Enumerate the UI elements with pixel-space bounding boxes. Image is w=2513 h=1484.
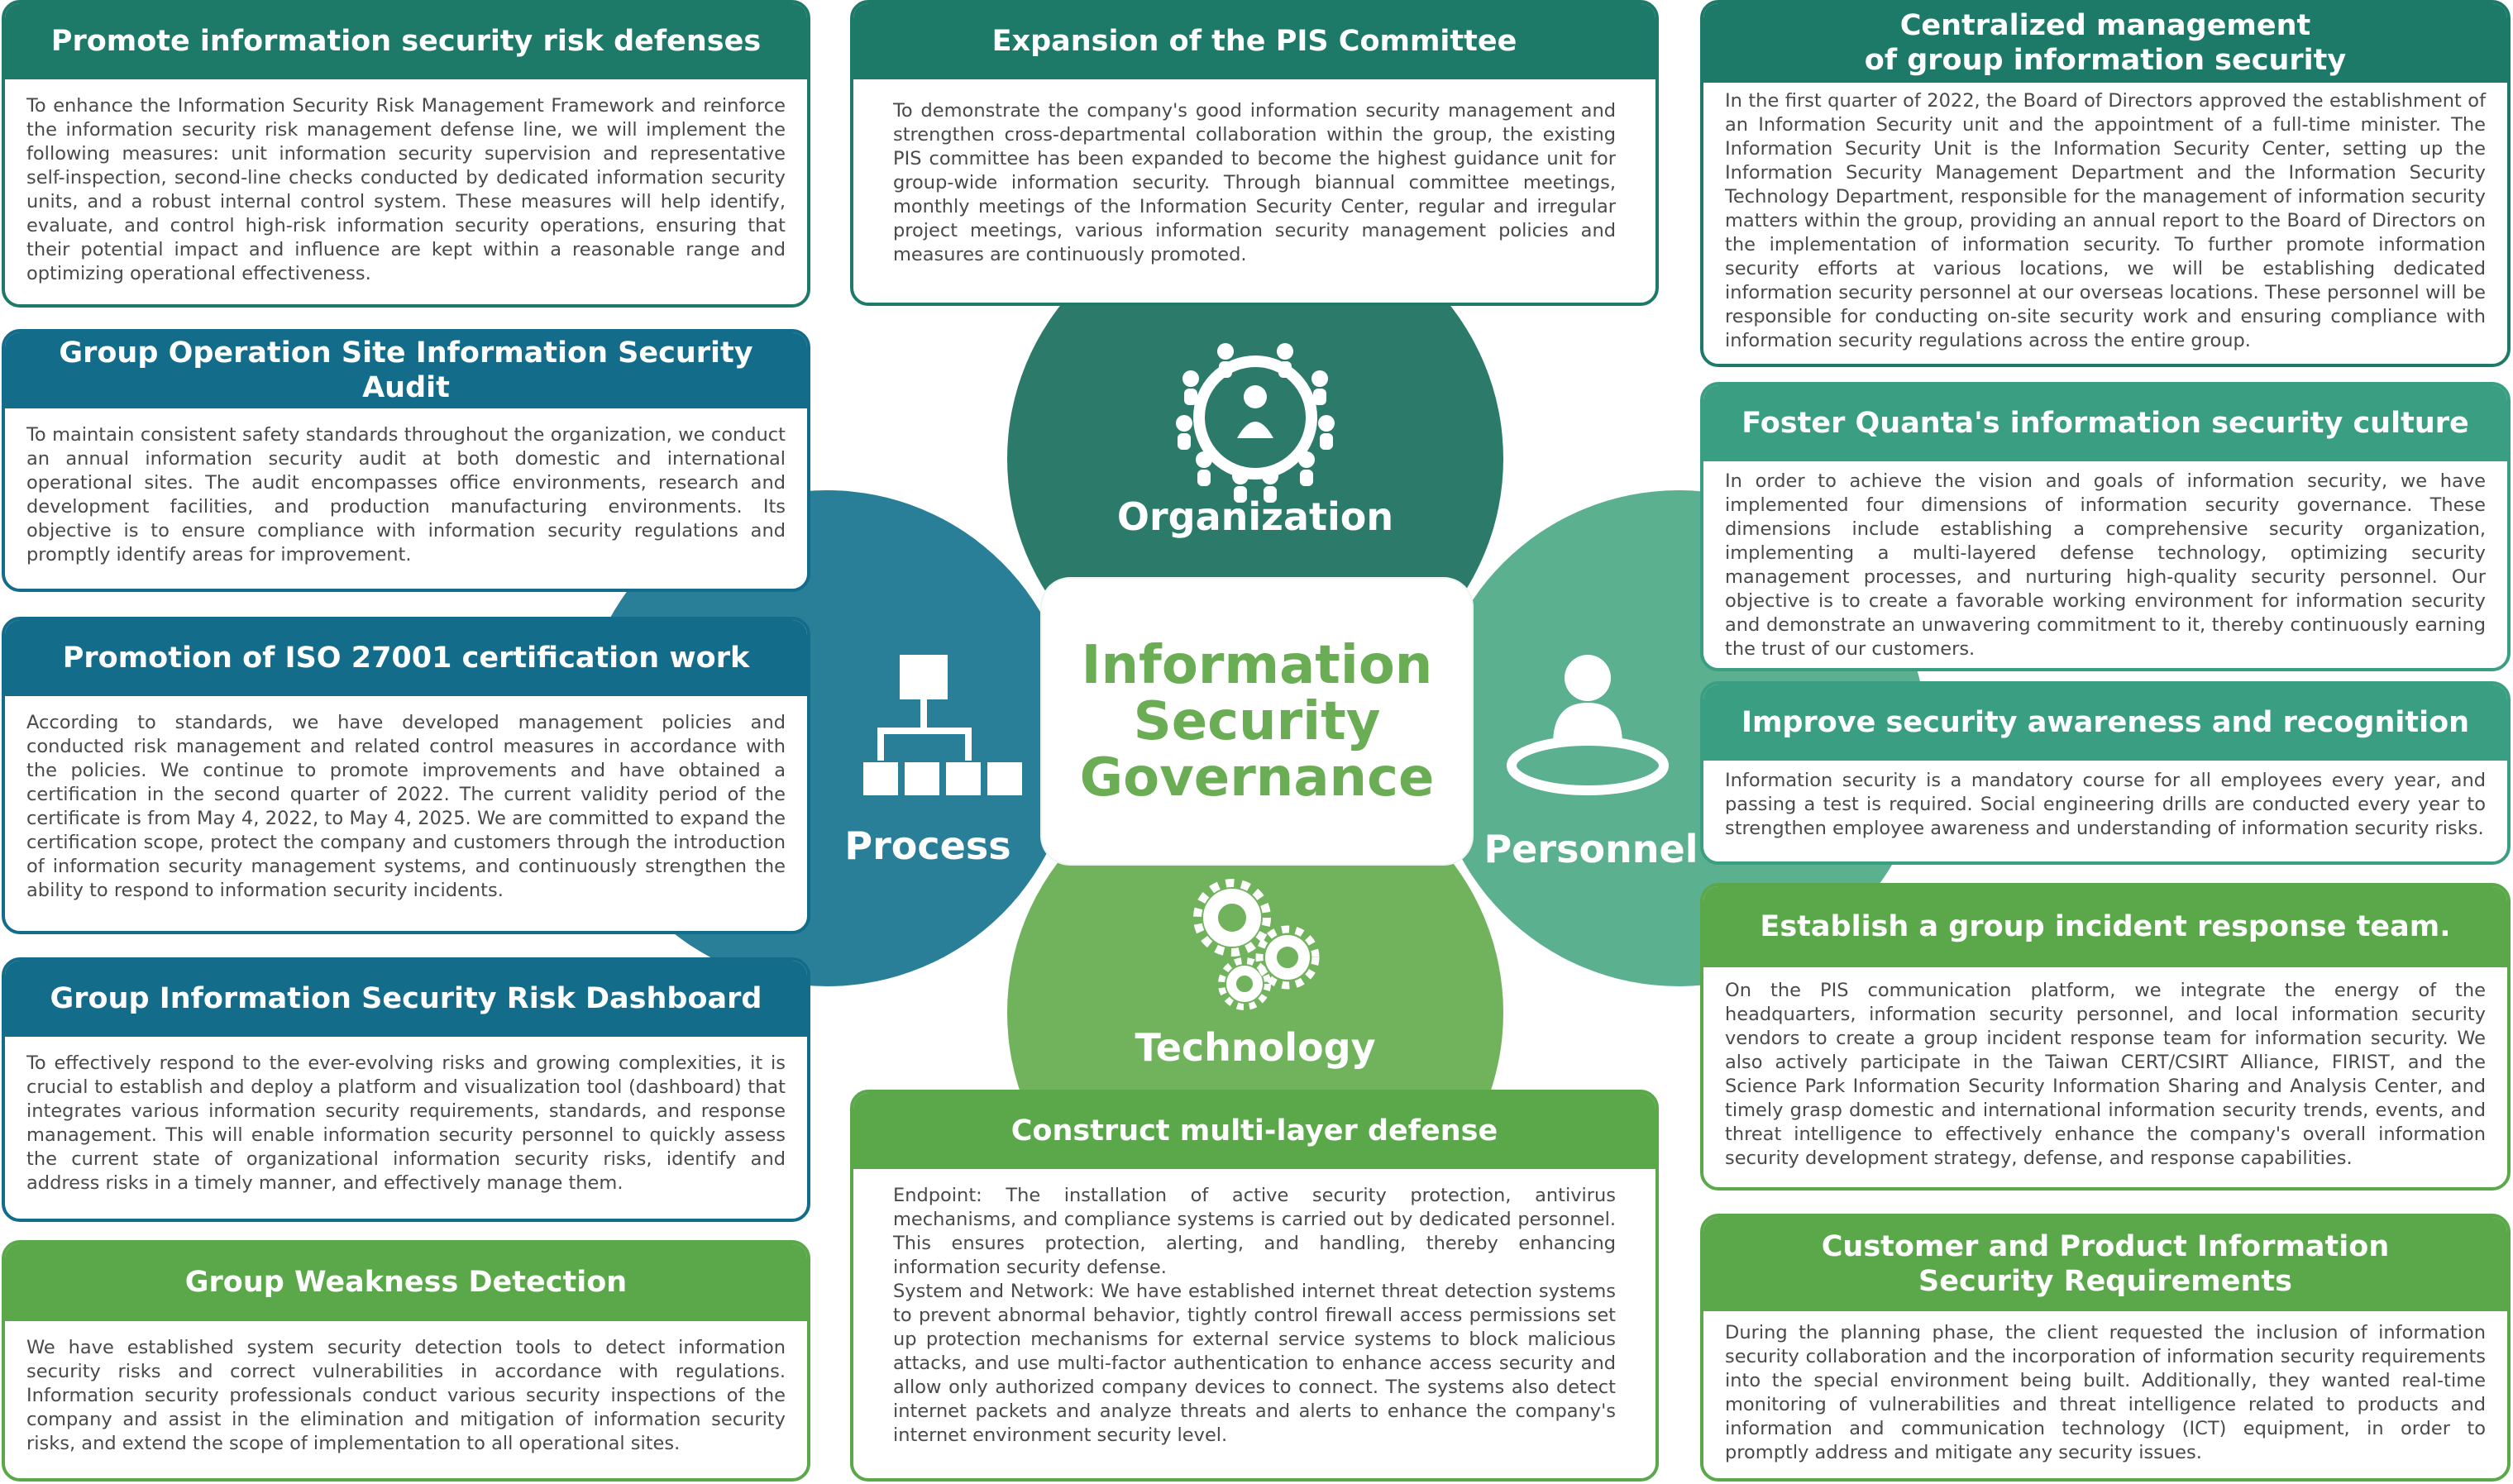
card-site-audit: Group Operation Site Information Securit… (2, 329, 810, 592)
card-title: Promotion of ISO 27001 certification wor… (5, 620, 807, 696)
person-on-platform-icon (1507, 655, 1669, 795)
card-body: To effectively respond to the ever-evolv… (26, 1052, 786, 1194)
card-body: During the planning phase, the client re… (1725, 1322, 2486, 1463)
organization-label: Organization (1116, 494, 1394, 539)
card-title-line1: Centralized management (1899, 9, 2311, 42)
process-label: Process (844, 823, 1011, 868)
technology-label: Technology (1135, 1025, 1376, 1070)
card-title: Group Operation Site Information Securit… (5, 332, 807, 408)
center-title-line2: Security (1133, 690, 1381, 752)
card-body: According to standards, we have develope… (26, 712, 786, 901)
card-title: Group Information Security Risk Dashboar… (5, 961, 807, 1037)
center-title: Information Security Governance (1058, 637, 1455, 806)
network-paragraph: System and Network: We have established … (893, 1281, 1616, 1446)
card-security-awareness: Improve security awareness and recogniti… (1700, 681, 2511, 865)
card-body: To enhance the Information Security Risk… (26, 95, 786, 284)
center-title-line1: Information (1081, 634, 1433, 696)
card-title: Establish a group incident response team… (1703, 886, 2507, 967)
card-body: Endpoint: The installation of active sec… (853, 1169, 1655, 1456)
card-centralized-management: Centralized management of group informat… (1700, 0, 2511, 367)
card-title-line1: Customer and Product Information (1821, 1230, 2390, 1263)
card-body: To maintain consistent safety standards … (26, 424, 786, 565)
hierarchy-chart-icon (863, 655, 1022, 795)
card-title: Customer and Product Information Securit… (1703, 1217, 2507, 1311)
card-title: Promote information security risk defens… (5, 3, 807, 79)
card-risk-defenses: Promote information security risk defens… (2, 0, 810, 308)
card-title: Group Weakness Detection (5, 1243, 807, 1321)
endpoint-paragraph: Endpoint: The installation of active sec… (893, 1185, 1616, 1278)
gears-icon (1193, 879, 1320, 1010)
card-security-culture: Foster Quanta's information security cul… (1700, 382, 2511, 671)
card-title-line2: Security Requirements (1918, 1265, 2292, 1298)
card-title-line2: of group information security (1864, 44, 2347, 77)
card-weakness: Group Weakness Detection We have establi… (2, 1240, 810, 1482)
card-iso: Promotion of ISO 27001 certification wor… (2, 617, 810, 934)
card-body: We have established system security dete… (26, 1337, 786, 1454)
card-title: Expansion of the PIS Committee (853, 3, 1655, 79)
card-body: Information security is a mandatory cour… (1725, 770, 2486, 839)
card-pis-committee: Expansion of the PIS Committee To demons… (850, 0, 1659, 306)
meeting-people-icon (1176, 343, 1335, 503)
center-title-line3: Governance (1079, 747, 1435, 809)
center-title-box: Information Security Governance (1042, 579, 1472, 864)
card-body: On the PIS communication platform, we in… (1725, 980, 2486, 1169)
card-title: Improve security awareness and recogniti… (1703, 685, 2507, 761)
card-customer-requirements: Customer and Product Information Securit… (1700, 1214, 2511, 1482)
card-title: Construct multi-layer defense (853, 1093, 1655, 1169)
card-body: To demonstrate the company's good inform… (893, 100, 1616, 265)
card-body: In order to achieve the vision and goals… (1725, 470, 2486, 660)
card-body: In the first quarter of 2022, the Board … (1725, 90, 2486, 351)
personnel-label: Personnel (1483, 827, 1698, 871)
card-multilayer-defense: Construct multi-layer defense Endpoint: … (850, 1090, 1659, 1482)
card-title: Centralized management of group informat… (1703, 3, 2507, 83)
card-title: Foster Quanta's information security cul… (1703, 385, 2507, 461)
card-incident-response: Establish a group incident response team… (1700, 883, 2511, 1191)
card-dashboard: Group Information Security Risk Dashboar… (2, 957, 810, 1222)
